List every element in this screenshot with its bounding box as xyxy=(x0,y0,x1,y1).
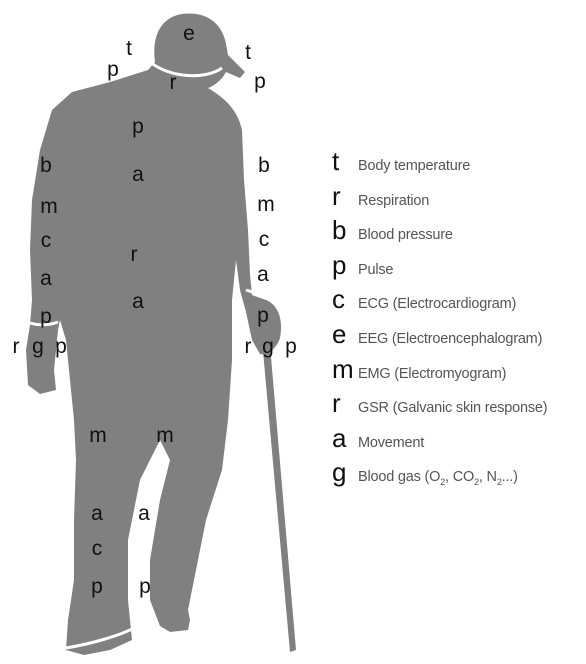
sensor-mark-right-wrist-p: p xyxy=(257,304,269,327)
legend-label: EMG (Electromyogram) xyxy=(358,366,506,382)
sensor-mark-right-arm-c: c xyxy=(259,228,270,251)
legend-letter: g xyxy=(332,457,354,488)
cane xyxy=(262,340,296,652)
sensor-mark-left-hand-r: r xyxy=(13,335,20,358)
legend-label-part: Blood gas (O xyxy=(358,469,440,485)
legend-letter: t xyxy=(332,146,354,177)
legend-label: Movement xyxy=(358,435,424,451)
sensor-mark-right-hand-r: r xyxy=(245,335,252,358)
sensor-mark-left-arm-b: b xyxy=(40,154,52,177)
legend-letter: m xyxy=(332,354,354,385)
sensor-mark-left-ankle-p: p xyxy=(91,575,103,598)
sensor-mark-right-hand-g: g xyxy=(262,335,274,358)
sensor-mark-left-thigh-m: m xyxy=(89,424,107,447)
sensor-mark-chest-p: p xyxy=(132,115,144,138)
sensor-mark-head-left-t: t xyxy=(126,37,132,60)
legend-letter: c xyxy=(332,284,354,315)
legend-letter: b xyxy=(332,215,354,246)
legend-label: Respiration xyxy=(358,193,429,209)
legend-label: ECG (Electrocardiogram) xyxy=(358,296,516,312)
sensor-mark-left-arm-m: m xyxy=(40,195,58,218)
legend-letter: r xyxy=(332,181,354,212)
sensor-mark-left-wrist-p: p xyxy=(40,305,52,328)
legend-label: GSR (Galvanic skin response) xyxy=(358,400,547,416)
sensor-mark-left-arm-a: a xyxy=(40,267,52,290)
sensor-mark-head-left-p: p xyxy=(107,58,119,81)
legend-letter: e xyxy=(332,319,354,350)
legend-label: Pulse xyxy=(358,262,393,278)
sensor-mark-chest-a: a xyxy=(132,163,144,186)
sensor-mark-cap-e: e xyxy=(183,22,195,45)
legend-label-part: , N xyxy=(479,469,497,485)
legend-label: EEG (Electroencephalogram) xyxy=(358,331,542,347)
sensor-mark-right-shin-a: a xyxy=(138,502,150,525)
sensor-mark-right-ankle-p: p xyxy=(139,575,151,598)
sensor-mark-right-thigh-m: m xyxy=(156,424,174,447)
sensor-mark-left-hand-p: p xyxy=(55,335,67,358)
legend-label-part: ...) xyxy=(502,469,518,485)
legend-letter: r xyxy=(332,388,354,419)
sensor-mark-right-arm-b: b xyxy=(258,154,270,177)
sensor-mark-torso-a: a xyxy=(132,290,144,313)
sensor-mark-torso-r: r xyxy=(131,243,138,266)
legend-letter: a xyxy=(332,423,354,454)
right-cuff-seam xyxy=(246,290,270,292)
sensor-mark-left-shin-c: c xyxy=(92,537,103,560)
sensor-mark-head-right-p: p xyxy=(254,70,266,93)
legend-label: Blood pressure xyxy=(358,227,453,243)
sensor-mark-neck-r: r xyxy=(170,71,177,94)
sensor-mark-left-hand-g: g xyxy=(32,335,44,358)
sensor-mark-head-right-t: t xyxy=(245,41,251,64)
sensor-mark-left-arm-c: c xyxy=(41,229,52,252)
sensor-mark-right-arm-m: m xyxy=(257,193,275,216)
legend-label: Body temperature xyxy=(358,158,470,174)
sensor-mark-left-shin-a: a xyxy=(91,502,103,525)
legend-letter: p xyxy=(332,250,354,281)
legend-label: Blood gas (O2, CO2, N2...) xyxy=(358,469,518,487)
legend-label-part: , CO xyxy=(445,469,474,485)
sensor-mark-right-hand-p: p xyxy=(285,335,297,358)
sensor-mark-right-arm-a: a xyxy=(257,263,269,286)
